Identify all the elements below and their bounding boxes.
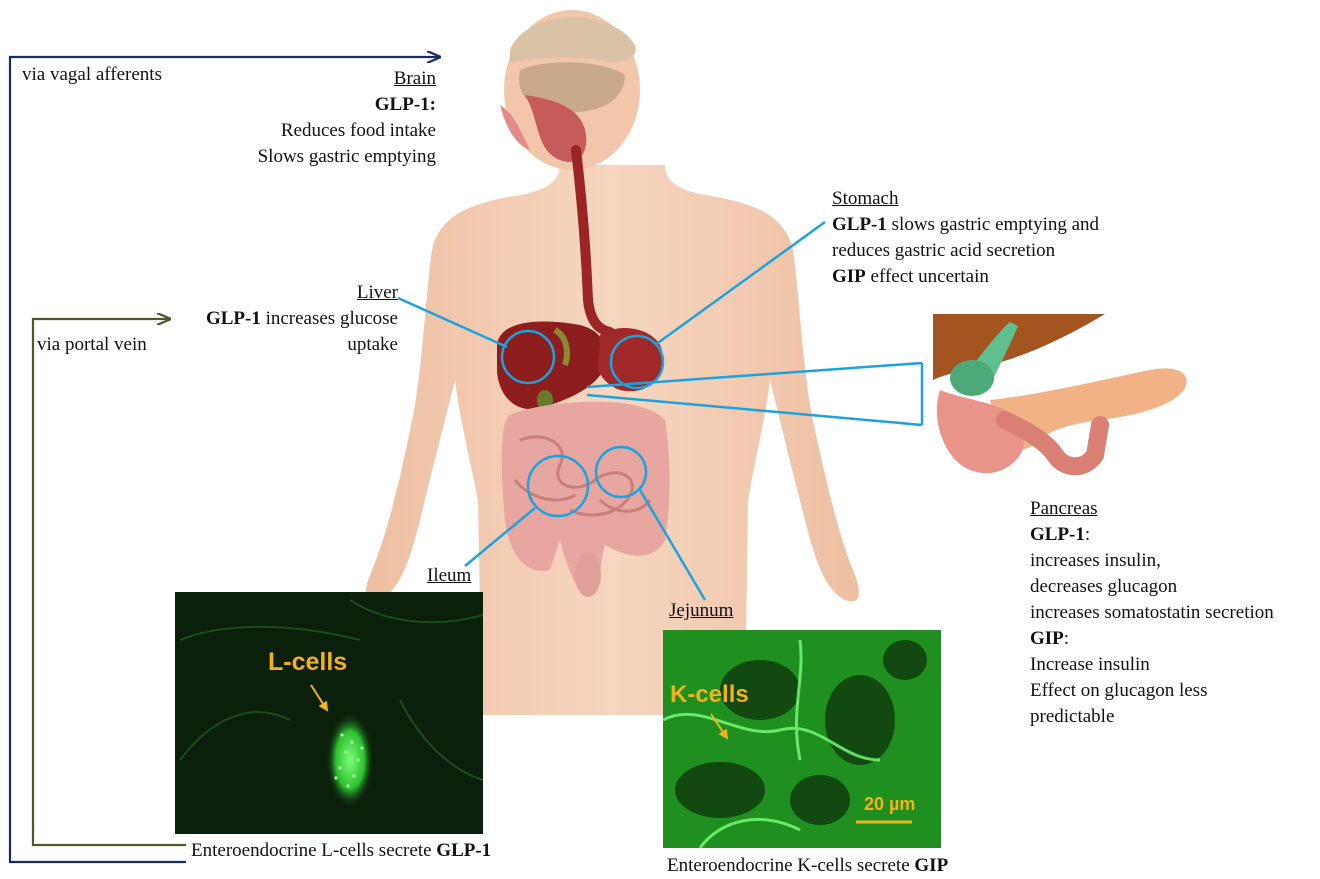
pancreas-glp1-effect-2: decreases glucagon [1030, 574, 1274, 600]
pancreas-gip-effect-2: Effect on glucagon less [1030, 678, 1274, 704]
jejunum-caption-text: Enteroendocrine K-cells secrete [667, 855, 914, 876]
scale-bar-label: 20 µm [864, 794, 915, 815]
pancreas-glp1-effect-1: increases insulin, [1030, 548, 1274, 574]
stomach-hormone-gip: GIP [832, 266, 866, 287]
stomach-effect-1: slows gastric emptying and [887, 214, 1099, 235]
brain-effect-2: Slows gastric emptying [258, 144, 436, 170]
l-cells-label: L-cells [268, 648, 347, 677]
stomach-annotation: Stomach GLP-1 slows gastric emptying and… [832, 186, 1099, 290]
ileum-caption-hormone: GLP-1 [436, 840, 491, 861]
stomach-effect-2: reduces gastric acid secretion [832, 238, 1099, 264]
jejunum-caption-hormone: GIP [914, 855, 948, 876]
l-cells-micrograph [175, 592, 483, 834]
portal-vein-arrow [33, 319, 186, 845]
ileum-caption: Enteroendocrine L-cells secrete GLP-1 [191, 838, 491, 864]
stomach-hormone-glp1: GLP-1 [832, 214, 887, 235]
liver-heading: Liver [206, 280, 398, 306]
pancreas-illustration [933, 314, 1187, 473]
k-cells-micrograph [663, 630, 941, 848]
liver-hormone: GLP-1 [206, 308, 261, 329]
k-cells-label: K-cells [670, 681, 749, 709]
brain-heading: Brain [258, 66, 436, 92]
brain-annotation: Brain GLP-1: Reduces food intake Slows g… [258, 66, 436, 170]
pancreas-annotation: Pancreas GLP-1: increases insulin, decre… [1030, 496, 1274, 730]
liver-effect-1: increases glucose [261, 308, 398, 329]
liver-effect-2: uptake [206, 332, 398, 358]
pancreas-gip-effect-3: predictable [1030, 704, 1274, 730]
stomach-effect-3: effect uncertain [866, 266, 989, 287]
jejunum-caption: Enteroendocrine K-cells secrete GIP [667, 853, 948, 879]
portal-vein-label: via portal vein [37, 332, 147, 358]
pancreas-glp1-colon: : [1085, 524, 1090, 545]
jejunum-heading: Jejunum [669, 598, 733, 624]
pancreas-glp1-effect-3: increases somatostatin secretion [1030, 600, 1274, 626]
ileum-caption-text: Enteroendocrine L-cells secrete [191, 840, 436, 861]
liver-annotation: Liver GLP-1 increases glucose uptake [206, 280, 398, 358]
pancreas-gip-effect-1: Increase insulin [1030, 652, 1274, 678]
pancreas-gip-head: GIP [1030, 628, 1064, 649]
vagal-afferents-label: via vagal afferents [22, 62, 162, 88]
stomach-heading: Stomach [832, 186, 1099, 212]
pancreas-gip-colon: : [1064, 628, 1069, 649]
ileum-heading: Ileum [427, 563, 471, 589]
brain-effect-1: Reduces food intake [258, 118, 436, 144]
pancreas-glp1-head: GLP-1 [1030, 524, 1085, 545]
brain-hormone: GLP-1: [375, 94, 436, 115]
pancreas-heading: Pancreas [1030, 496, 1274, 522]
